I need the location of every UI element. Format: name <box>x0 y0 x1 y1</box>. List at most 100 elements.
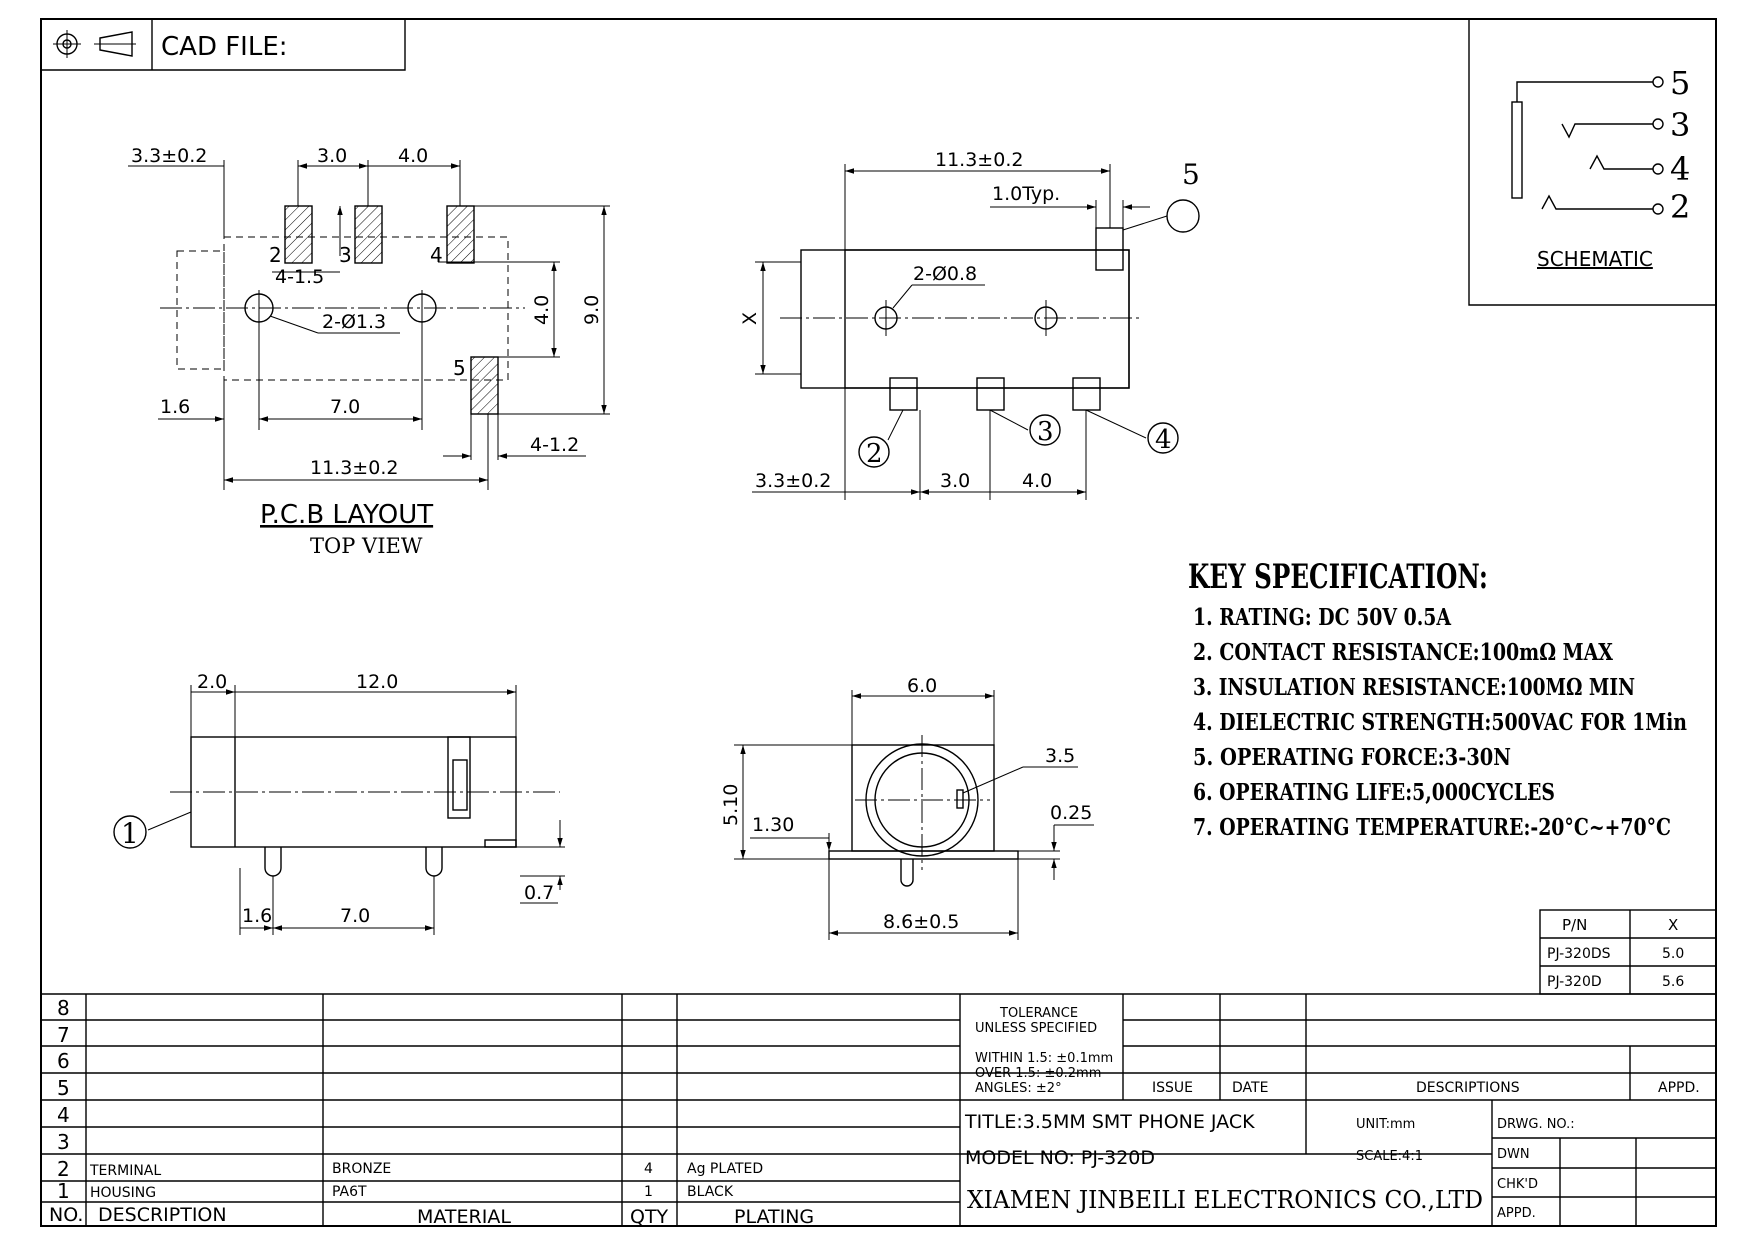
drawn-label: DWN <box>1497 1147 1530 1162</box>
checked-label: CHK'D <box>1497 1177 1538 1192</box>
drawing-title: TITLE:3.5MM SMT PHONE JACK <box>964 1111 1255 1133</box>
side-pin-5: 5 <box>1182 158 1200 191</box>
pn-cell: 5.0 <box>1662 946 1684 962</box>
side-dim-4-0: 4.0 <box>1022 470 1052 492</box>
schematic-pin-4: 4 <box>1670 150 1690 188</box>
pn-cell: PJ-320DS <box>1547 946 1611 962</box>
bom-row-number: 8 <box>57 996 70 1020</box>
dim-9-0: 9.0 <box>581 295 603 325</box>
key-spec-item: 7. OPERATING TEMPERATURE:-20°C~+70°C <box>1193 814 1671 841</box>
side-dim-3-0: 3.0 <box>940 470 970 492</box>
end-dim-6-0: 6.0 <box>907 675 937 697</box>
bom-cell: 1 <box>644 1184 653 1200</box>
pn-table: P/N X PJ-320DS 5.0 PJ-320D 5.6 <box>1539 909 1717 995</box>
schematic-pin-3: 3 <box>1670 106 1690 144</box>
side-dim-x: X <box>739 312 761 325</box>
bom-row-number: 7 <box>57 1023 70 1047</box>
end-dim-0-25: 0.25 <box>1050 802 1092 824</box>
unit-label: UNIT:mm <box>1356 1117 1415 1132</box>
tolerance-within: WITHIN 1.5: ±0.1mm <box>975 1051 1113 1066</box>
pcb-layout-title: P.C.B LAYOUT <box>260 500 433 530</box>
end-dim-1-30: 1.30 <box>752 814 794 836</box>
title-block: TOLERANCE UNLESS SPECIFIED WITHIN 1.5: ±… <box>960 994 1716 1226</box>
key-spec-item: 3. INSULATION RESISTANCE:100MΩ MIN <box>1193 674 1635 701</box>
bom-cell: 4 <box>644 1161 653 1177</box>
bom-cell: PA6T <box>332 1184 367 1200</box>
dim-pad5: 4-1.2 <box>530 434 579 456</box>
end-dim-3-5: 3.5 <box>1045 745 1075 767</box>
cad-header: CAD FILE: <box>41 19 406 71</box>
key-spec-item: 6. OPERATING LIFE:5,000CYCLES <box>1193 779 1555 806</box>
bom-cell: BRONZE <box>332 1161 391 1177</box>
key-spec-item: 2. CONTACT RESISTANCE:100mΩ MAX <box>1193 639 1613 666</box>
bom-cell: TERMINAL <box>89 1163 161 1179</box>
bom-row-number: 5 <box>57 1076 70 1100</box>
dim-3-3: 3.3±0.2 <box>131 145 207 167</box>
pn-cell: PJ-320D <box>1547 974 1602 990</box>
pcb-pin-2: 2 <box>269 243 282 267</box>
key-spec-item: 5. OPERATING FORCE:3-30N <box>1193 744 1511 771</box>
side-dim-11-3: 11.3±0.2 <box>935 149 1023 171</box>
key-spec-title: KEY SPECIFICATION: <box>1188 557 1488 597</box>
dim-11-3: 11.3±0.2 <box>310 457 398 479</box>
bom-row-number: 2 <box>57 1157 70 1181</box>
end-dim-8-6: 8.6±0.5 <box>883 911 959 933</box>
pcb-pin-5: 5 <box>453 356 466 380</box>
tolerance-title: TOLERANCE <box>999 1006 1078 1021</box>
bom-row-number: 1 <box>57 1179 70 1203</box>
bom-table: 8 7 6 5 4 3 2 1 TERMINAL BRONZE 4 Ag PLA… <box>41 993 1716 1228</box>
schematic-pin-2: 2 <box>1670 188 1690 226</box>
tolerance-over: OVER 1.5: ±0.2mm <box>975 1066 1101 1081</box>
approved-label: APPD. <box>1497 1206 1536 1221</box>
key-specification: KEY SPECIFICATION: 1. RATING: DC 50V 0.5… <box>1188 557 1687 841</box>
dim-pad-width: 4-1.5 <box>275 266 324 288</box>
pcb-pin-3: 3 <box>339 243 352 267</box>
scale-label: SCALE:4:1 <box>1356 1149 1423 1164</box>
side-dim-typ: 1.0Typ. <box>992 183 1060 205</box>
company-name: XIAMEN JINBEILI ELECTRONICS CO.,LTD <box>967 1186 1483 1214</box>
tolerance-subtitle: UNLESS SPECIFIED <box>975 1021 1097 1036</box>
front-view: 1 2.0 12.0 0.7 1.6 7.0 <box>113 671 565 935</box>
tolerance-angles: ANGLES: ±2° <box>975 1081 1062 1096</box>
drawing-border <box>40 18 1717 1227</box>
side-callout-4: 4 <box>1155 425 1172 455</box>
side-callout-3: 3 <box>1037 417 1054 447</box>
bom-row-number: 3 <box>57 1130 70 1154</box>
end-dim-5-10: 5.10 <box>720 784 742 826</box>
dim-7-0: 7.0 <box>330 396 360 418</box>
schematic-label: SCHEMATIC <box>1537 247 1653 271</box>
key-spec-item: 1. RATING: DC 50V 0.5A <box>1193 604 1452 631</box>
drawing-number-label: DRWG. NO.: <box>1497 1117 1575 1132</box>
dim-4-0-vert: 4.0 <box>531 295 553 325</box>
bom-header: PLATING <box>734 1206 814 1228</box>
cad-file-label: CAD FILE: <box>161 32 288 62</box>
bom-header: MATERIAL <box>417 1206 511 1228</box>
bom-cell: HOUSING <box>90 1185 156 1201</box>
pcb-layout-subtitle: TOP VIEW <box>310 534 423 558</box>
schematic: 5 3 4 2 SCHEMATIC <box>1468 19 1716 306</box>
front-callout-1: 1 <box>121 817 139 850</box>
pcb-layout-view: 2 3 4 5 3.3±0.2 3.0 4.0 4-1.5 2-Ø1.3 4.0… <box>128 145 610 558</box>
model-number: MODEL NO: PJ-320D <box>965 1147 1155 1169</box>
rev-date-header: DATE <box>1232 1080 1268 1096</box>
dim-3-0: 3.0 <box>317 145 347 167</box>
dim-4-0: 4.0 <box>398 145 428 167</box>
projection-symbol-icon <box>53 30 136 58</box>
side-view: 5 11.3±0.2 1.0Typ. X 2-Ø0.8 2 3 4 <box>739 149 1200 500</box>
bom-cell: BLACK <box>687 1184 734 1200</box>
front-dim-0-7: 0.7 <box>524 882 554 904</box>
pn-header: P/N <box>1562 916 1587 934</box>
rev-appd-header: APPD. <box>1658 1080 1700 1096</box>
key-spec-item: 4. DIELECTRIC STRENGTH:500VAC FOR 1Min <box>1193 709 1687 736</box>
dim-1-6: 1.6 <box>160 396 190 418</box>
bom-header: QTY <box>630 1206 669 1228</box>
side-callout-2: 2 <box>866 439 883 469</box>
front-dim-12-0: 12.0 <box>356 671 398 693</box>
bom-cell: Ag PLATED <box>687 1161 763 1177</box>
end-view: 6.0 3.5 0.25 5.10 1.30 8.6±0.5 <box>720 675 1094 940</box>
rev-issue-header: ISSUE <box>1152 1080 1193 1096</box>
bom-header: DESCRIPTION <box>98 1204 227 1226</box>
side-dim-hole: 2-Ø0.8 <box>913 263 977 285</box>
schematic-pin-5: 5 <box>1670 64 1690 102</box>
